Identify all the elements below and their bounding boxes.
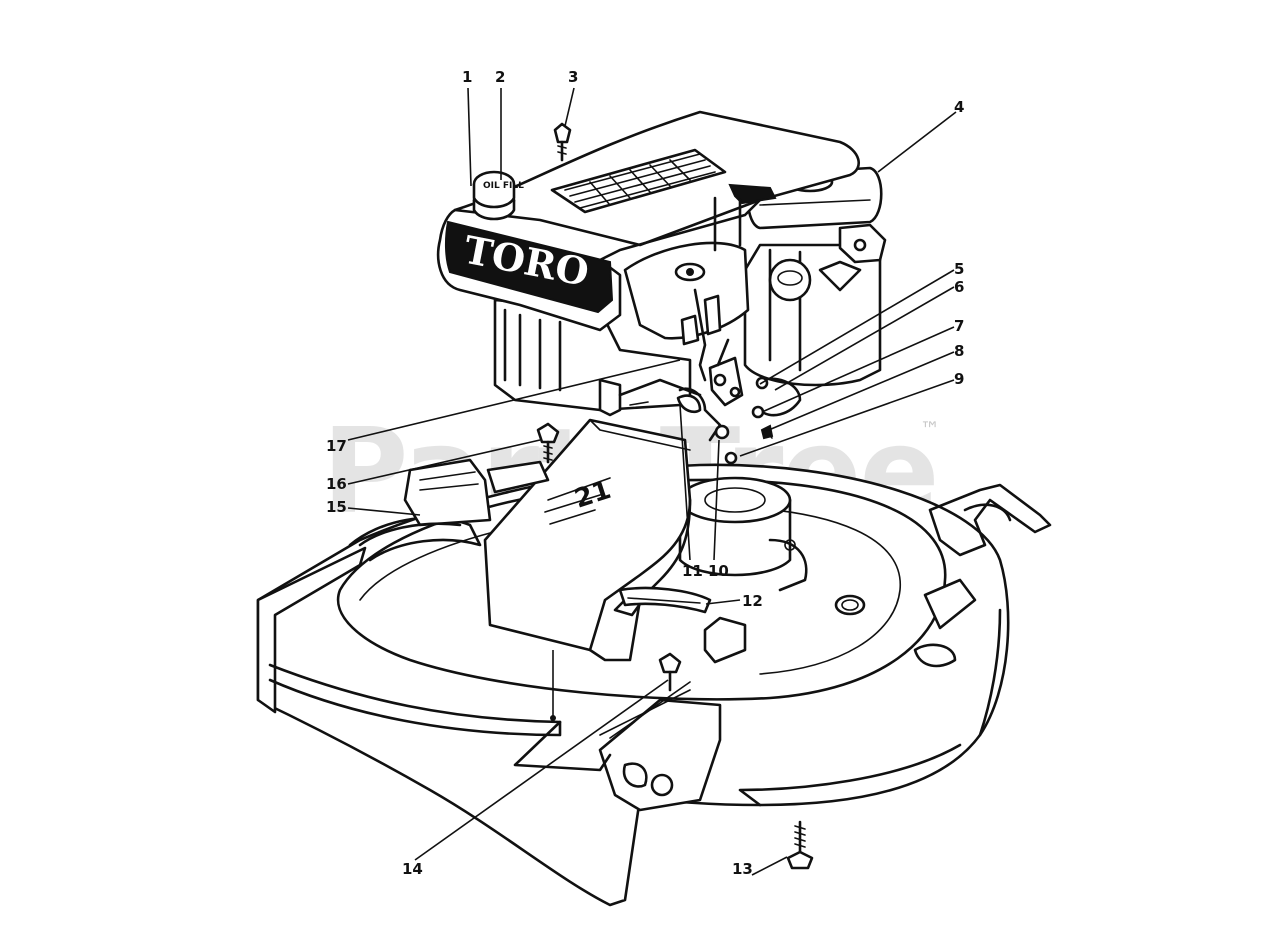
bolt-part-3 [553, 122, 572, 162]
callout-15: 15 [326, 498, 347, 516]
callout-13: 13 [732, 860, 753, 878]
crankshaft-housing [678, 476, 808, 592]
callout-1: 1 [462, 68, 472, 86]
bolt-part-13 [786, 820, 814, 870]
callout-16: 16 [326, 475, 347, 493]
bolt-part-16 [536, 422, 560, 464]
callout-9: 9 [954, 370, 964, 388]
oil-cap-text: OIL FILL [483, 181, 524, 191]
baffle-part [618, 586, 747, 664]
trademark-symbol: ™ [920, 417, 940, 441]
callout-12: 12 [742, 592, 763, 610]
callout-8: 8 [954, 342, 964, 360]
callout-labels: 1 2 3 4 5 6 7 8 9 10 11 12 13 14 15 16 1… [326, 68, 964, 878]
callout-2: 2 [495, 68, 505, 86]
part-15 [358, 458, 550, 547]
callout-11: 11 [682, 562, 703, 580]
bolt-part-14 [658, 652, 682, 692]
callout-10: 10 [708, 562, 729, 580]
callout-3: 3 [568, 68, 578, 86]
callout-5: 5 [954, 260, 964, 278]
callout-7: 7 [954, 317, 964, 335]
mower-deck [256, 463, 1052, 907]
engine: TORO OIL FILL [436, 110, 887, 465]
belt-shroud: 21 [483, 418, 692, 662]
callout-17: 17 [326, 437, 347, 455]
leader-lines [347, 87, 957, 876]
callout-6: 6 [954, 278, 964, 296]
callout-14: 14 [402, 860, 423, 878]
callout-4: 4 [954, 98, 964, 116]
